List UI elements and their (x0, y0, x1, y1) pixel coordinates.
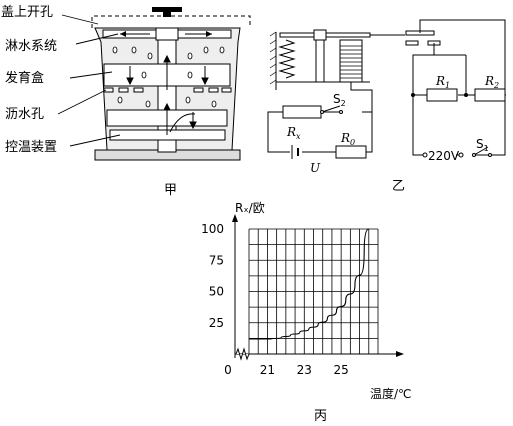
label-source-u: U (310, 161, 321, 175)
label-r1: R1 (435, 74, 450, 90)
label-spray-system: 淋水系统 (5, 39, 57, 54)
label-r0: R0 (340, 131, 355, 147)
chart-series (249, 228, 369, 340)
switch-s2-blade (321, 105, 341, 113)
y-tick-label: 100 (201, 222, 224, 236)
x-tick-label: 0 (224, 363, 232, 377)
chart-grid (248, 228, 379, 354)
y-axis-arrow (232, 214, 238, 222)
series-line-rx-vs-temperature (249, 228, 369, 340)
resistor-r2 (474, 88, 506, 102)
spray-arrow-right-head (206, 31, 212, 37)
y-tick-label: 25 (209, 316, 224, 330)
resistor-rx (282, 105, 322, 119)
lid-knob-stem (163, 12, 171, 17)
label-rx: Rx (286, 125, 301, 141)
apparatus-figure: 盖上开孔 淋水系统 发育盒 沥水孔 控温装置 甲 (1, 5, 251, 198)
label-switch-s2: S2 (333, 92, 346, 108)
y-tick-label: 50 (209, 285, 224, 299)
y-tick-label: 75 (209, 253, 224, 267)
caption-figure-b: 乙 (392, 179, 405, 194)
flow-arrows (126, 54, 209, 135)
label-switch-s1: S1 (476, 137, 489, 153)
water-drops (112, 46, 225, 108)
x-tick-label: 23 (297, 363, 312, 377)
circuit-figure: S2 Rx R0 U R1 R2 220V S1 乙 (267, 19, 506, 194)
wall-hatch (269, 31, 277, 85)
junction-left (411, 93, 415, 97)
chart-x-axis-label: 温度/℃ (370, 386, 412, 401)
caption-figure-a: 甲 (164, 183, 177, 198)
resistor-r0 (335, 145, 367, 159)
label-r2: R2 (484, 74, 499, 90)
relay-contact-lower-left (405, 40, 419, 46)
spray-arrow-left-head (120, 31, 126, 37)
supply-terminal-right (458, 152, 464, 158)
chart-axes (232, 214, 404, 361)
return-flow-curve (169, 113, 196, 133)
x-tick-label: 25 (334, 363, 349, 377)
label-supply-voltage: 220V (428, 149, 460, 163)
x-axis-break-mark (235, 347, 250, 361)
label-grow-box: 发育盒 (5, 70, 44, 86)
chart-tick-labels: 0 21 23 25 100 75 50 25 (201, 222, 349, 377)
chart-y-axis-label: Rₓ/欧 (235, 201, 265, 215)
x-axis-arrow (396, 351, 404, 357)
chart-figure: 0 21 23 25 100 75 50 25 Rₓ/欧 温度/℃ 丙 (201, 201, 411, 424)
label-leaders (57, 14, 121, 147)
coil-windings (340, 45, 362, 79)
x-tick-label: 21 (260, 363, 275, 377)
supply-terminal-left (422, 152, 428, 158)
label-lid-hole: 盖上开孔 (1, 5, 53, 20)
pipe-head (155, 27, 179, 41)
caption-figure-c: 丙 (314, 409, 327, 424)
relay-spring (278, 39, 296, 79)
switch-s1-blade (473, 146, 489, 156)
drain-holes (103, 87, 232, 93)
resistor-r1 (426, 88, 458, 102)
lid-knob (152, 7, 182, 12)
label-drain-hole: 沥水孔 (5, 107, 44, 122)
lid-dashed-outline (91, 15, 251, 28)
label-temp-control: 控温装置 (5, 140, 57, 155)
relay-pivot (313, 29, 327, 41)
